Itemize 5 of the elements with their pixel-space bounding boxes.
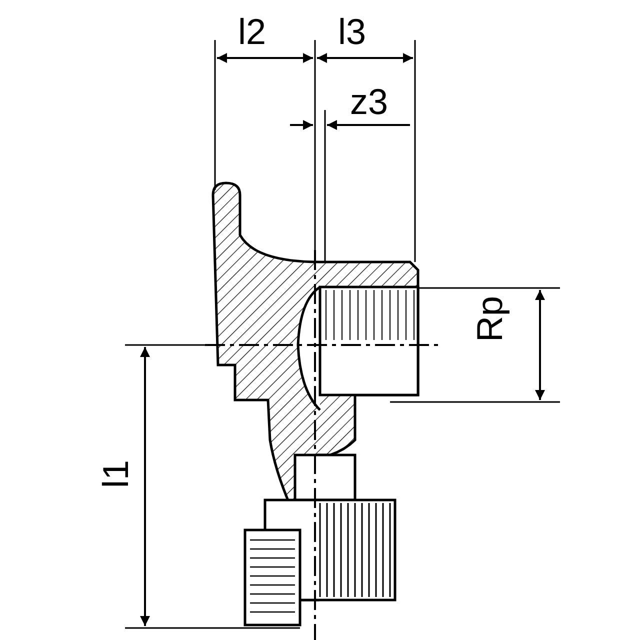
dimension-label: l3 <box>338 14 366 50</box>
dimension-label: z3 <box>350 84 388 120</box>
dimension-label: l2 <box>238 14 266 50</box>
dimension-label: l1 <box>98 460 134 488</box>
dimension-label: Rp <box>472 296 508 342</box>
